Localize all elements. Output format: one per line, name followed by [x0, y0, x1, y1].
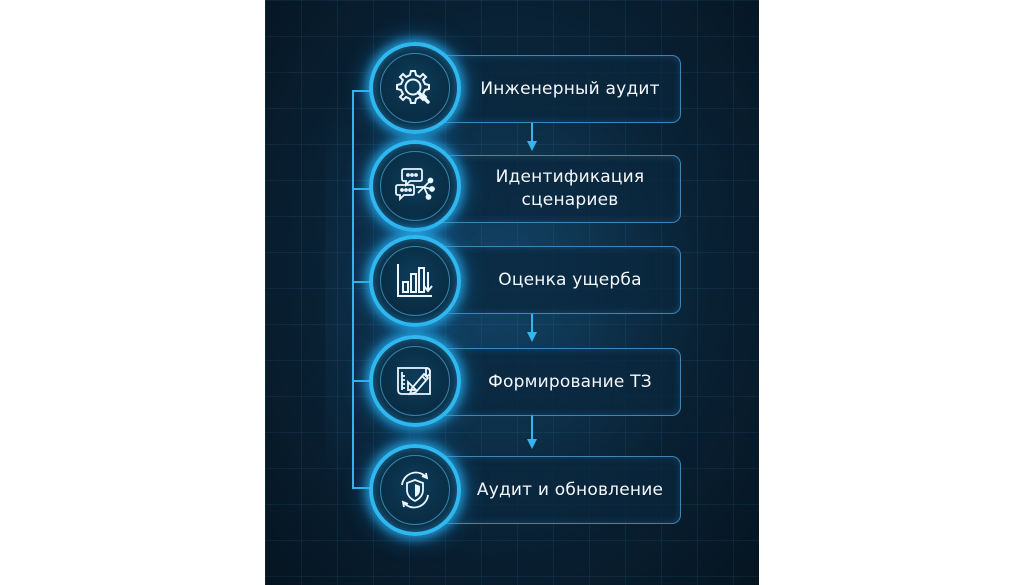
step-label: Аудит и обновление: [476, 479, 664, 500]
step-circle-3: [369, 235, 461, 327]
connectors: [352, 90, 537, 489]
step-box-engineering-audit: Инженерный аудит: [415, 55, 681, 123]
gear-magnifier-icon: [396, 70, 430, 104]
step-circle-1: [369, 42, 461, 134]
step-label: Идентификация сценариев: [495, 167, 645, 210]
step-box-damage-assessment: Оценка ущерба: [415, 246, 681, 314]
step-label: Формирование ТЗ: [488, 371, 652, 392]
step-label: Оценка ущерба: [498, 269, 642, 290]
bar-chart-down-icon: [397, 264, 433, 297]
step-circle-2: [369, 140, 461, 232]
flowchart-panel: Инженерный аудит Идентификация сценариев…: [265, 0, 759, 585]
step-label: Инженерный аудит: [480, 78, 660, 99]
loop-bracket: [352, 90, 373, 489]
step-circle-4: [369, 335, 461, 427]
chat-network-icon: [395, 168, 435, 202]
shield-refresh-icon: [401, 471, 429, 509]
blueprint-pencil-icon: [397, 367, 431, 396]
step-circle-5: [369, 444, 461, 536]
